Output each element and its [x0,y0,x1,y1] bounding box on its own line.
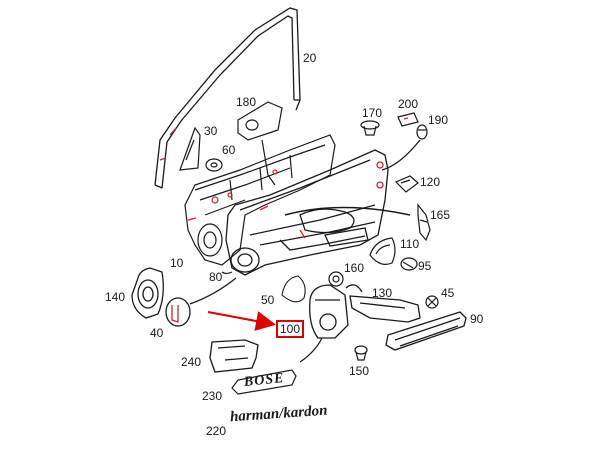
armrest-130-part[interactable] [345,284,421,323]
grille-40-part[interactable] [165,297,191,327]
label-20[interactable]: 20 [303,51,317,65]
label-230[interactable]: 230 [202,389,223,403]
trim-strip-90-part[interactable] [385,311,467,351]
label-160[interactable]: 160 [344,261,365,275]
door-handle-180-part[interactable] [237,101,283,186]
label-140[interactable]: 140 [105,290,126,304]
bracket-200-part[interactable] [397,112,419,127]
label-95[interactable]: 95 [418,259,432,273]
label-170[interactable]: 170 [362,106,383,120]
label-100-highlighted[interactable]: 100 [276,320,305,338]
bose-badge-230-part[interactable] [231,369,297,395]
highlight-arrow [207,311,276,331]
label-165[interactable]: 165 [430,208,451,222]
label-80[interactable]: 80 [209,270,223,284]
grommet-95-part[interactable] [400,257,418,271]
label-200[interactable]: 200 [398,97,419,111]
label-130[interactable]: 130 [372,286,393,300]
label-40[interactable]: 40 [150,326,164,340]
clip-150-part[interactable] [354,345,368,361]
screw-190-part[interactable] [416,124,428,140]
label-10[interactable]: 10 [170,256,184,270]
label-180[interactable]: 180 [236,95,257,109]
label-30[interactable]: 30 [204,124,218,138]
connector-40 [189,277,237,305]
window-frame-part[interactable] [154,7,301,189]
foam-50-part[interactable] [281,275,306,303]
label-45[interactable]: 45 [441,286,455,300]
connector-80 [221,271,233,275]
connector-190 [381,139,421,171]
label-50[interactable]: 50 [261,293,275,307]
speaker-cover-100-part[interactable] [309,284,349,339]
label-90[interactable]: 90 [470,312,484,326]
trim-strip-165-part[interactable] [284,203,431,242]
mirror-base-part[interactable] [179,126,201,171]
label-60[interactable]: 60 [222,143,236,157]
door-trim-panel[interactable] [225,149,389,276]
label-120[interactable]: 120 [420,175,441,189]
label-190[interactable]: 190 [428,113,449,127]
label-150[interactable]: 150 [349,364,370,378]
cover-110-part[interactable] [369,237,396,265]
speaker-140-part[interactable] [131,267,164,319]
connector-100 [299,337,323,363]
label-220[interactable]: 220 [206,424,227,438]
switch-120-part[interactable] [394,175,419,193]
grommet-160-part[interactable] [328,271,344,287]
grommet-60-part[interactable] [205,158,223,172]
label-240[interactable]: 240 [181,355,202,369]
bracket-240-part[interactable] [209,339,259,373]
label-110[interactable]: 110 [400,237,420,251]
clip-45-part[interactable] [425,295,439,309]
clip-170-part[interactable] [360,120,380,136]
